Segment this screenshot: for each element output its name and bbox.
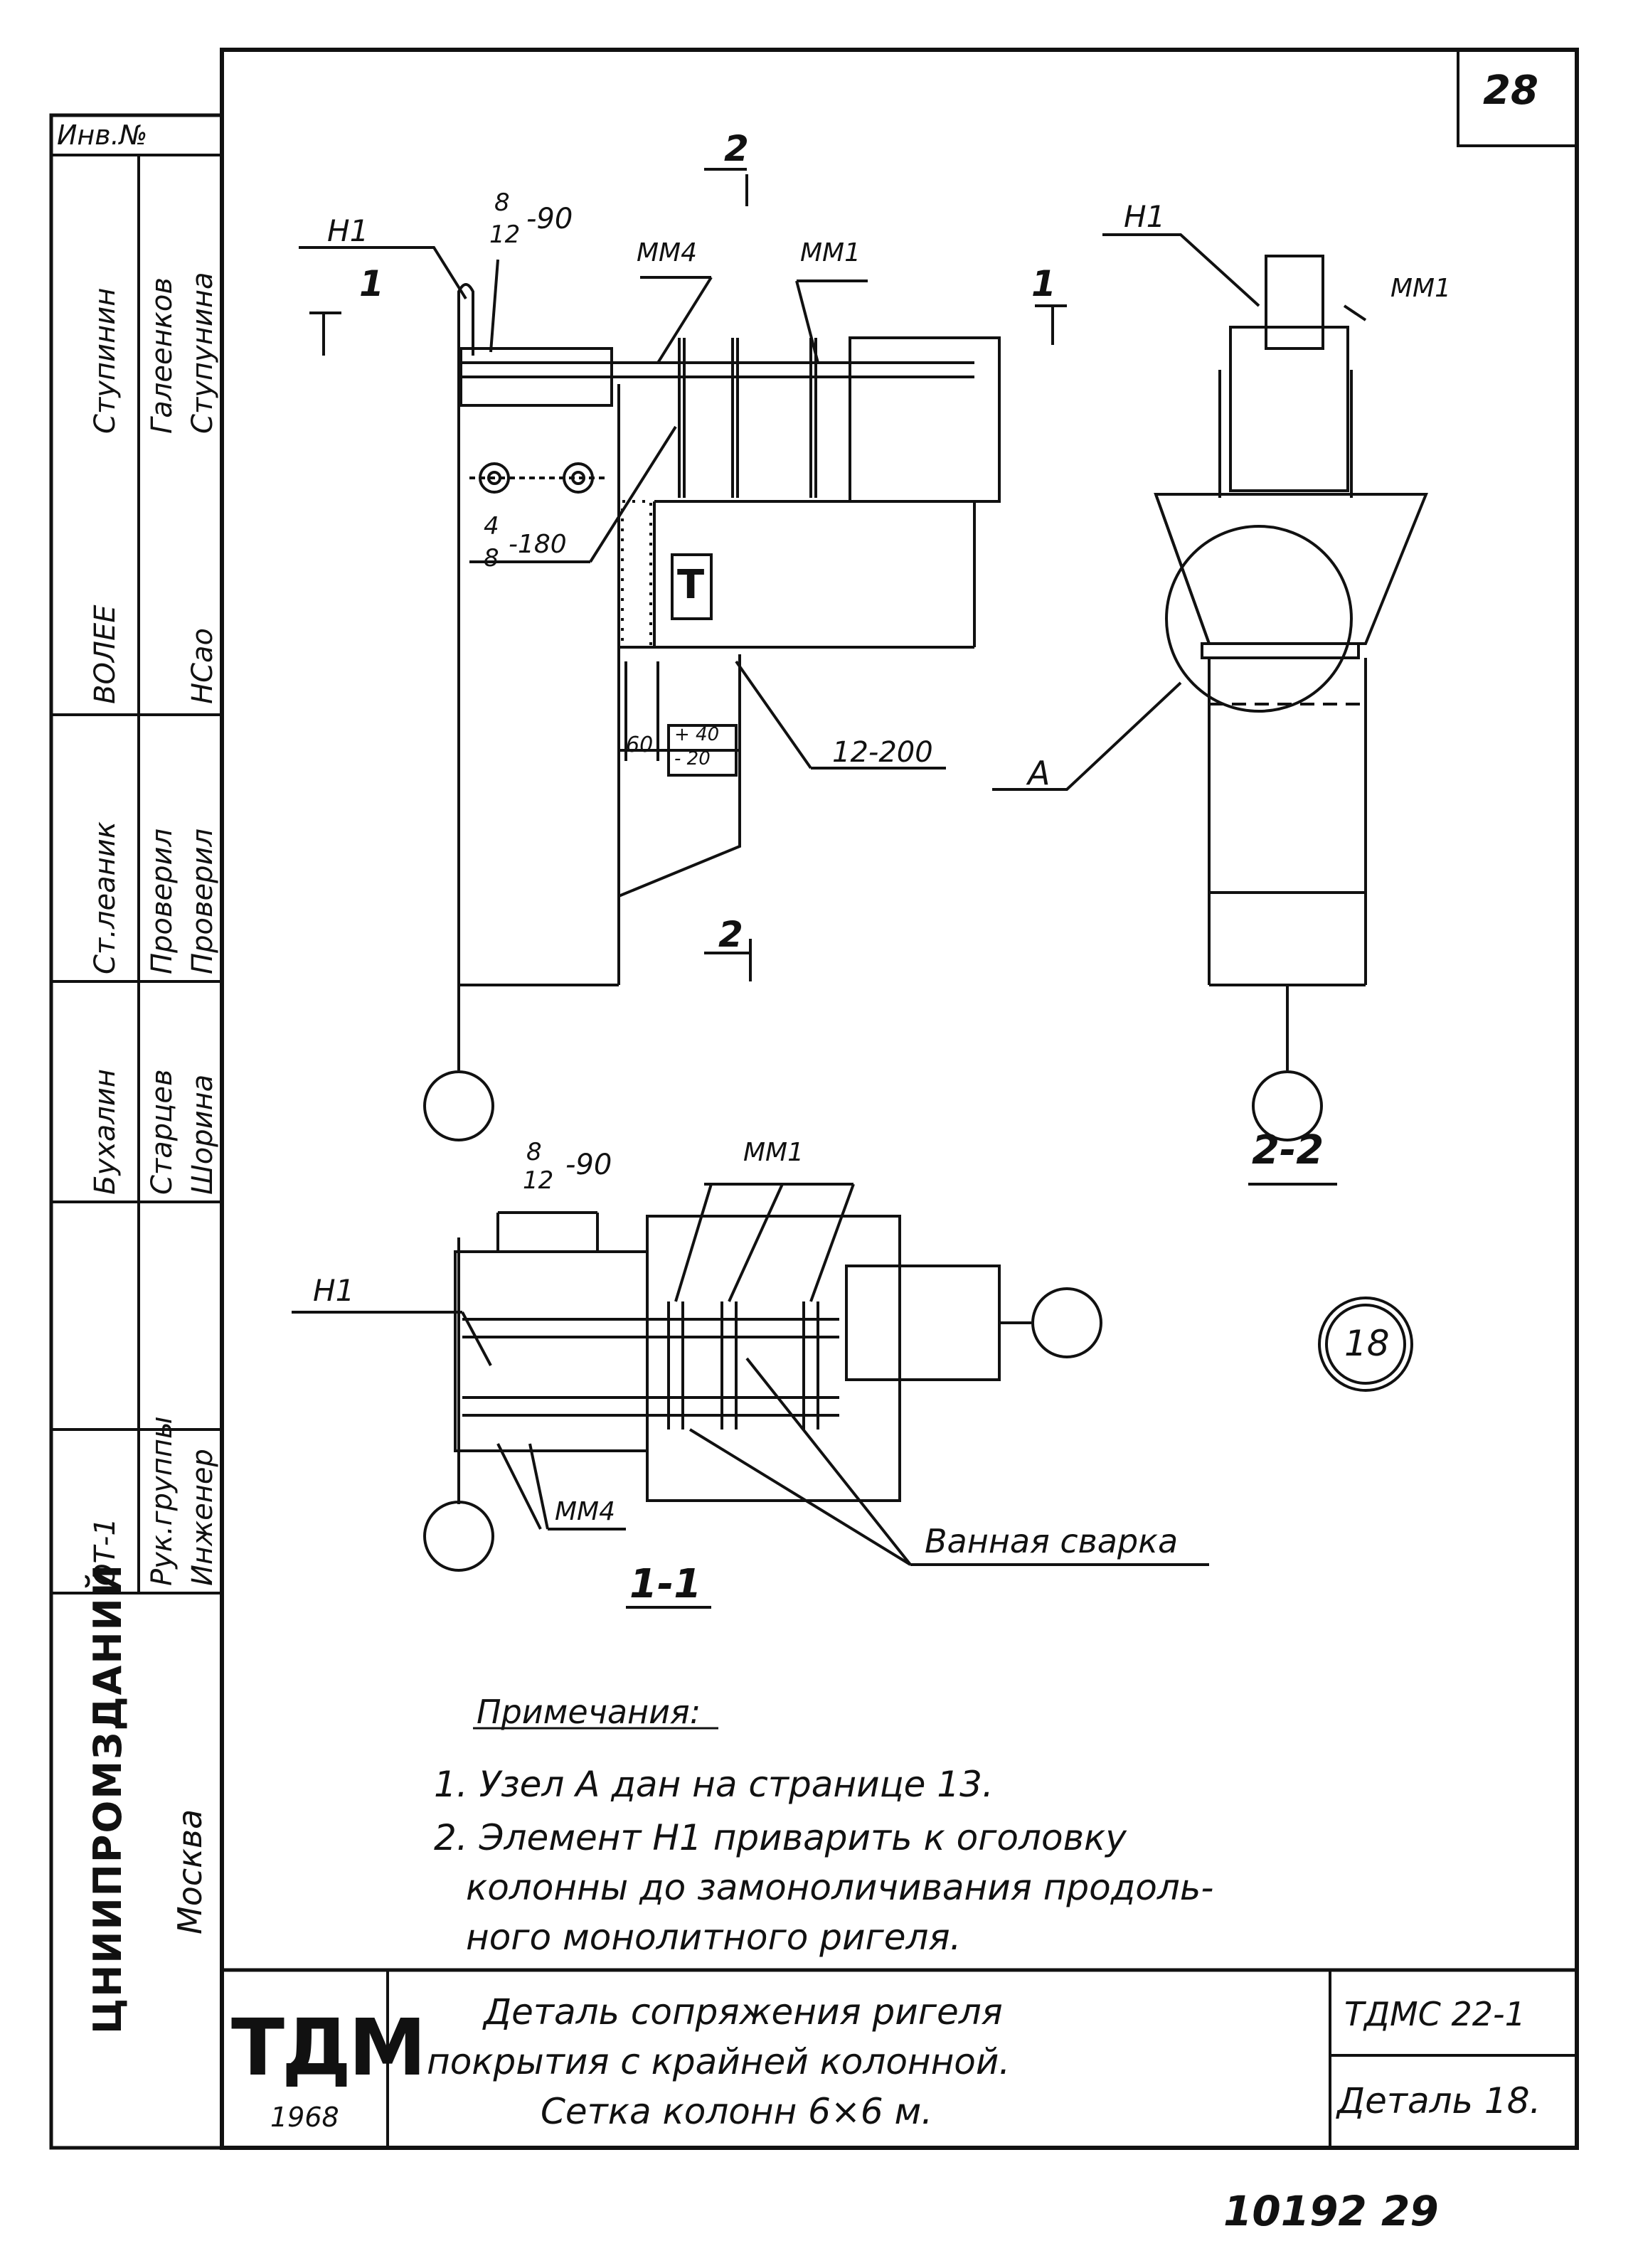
drawing-title-3: Сетка колонн 6×6 м.: [541, 2091, 933, 2132]
tol-plus: + 40: [674, 724, 720, 745]
note-line-4: ного монолитного ригеля.: [466, 1917, 962, 1958]
drawing-title-1: Деталь сопряжения ригеля: [484, 1991, 1003, 2033]
view-title-1-1: 1-1: [629, 1561, 702, 1607]
note-line-2: 2. Элемент Н1 приварить к оголовку: [434, 1817, 1127, 1858]
section-mark-2-top: 2: [724, 128, 749, 169]
rebar-4-8-step: -180: [509, 530, 567, 559]
t-mark: T: [677, 562, 705, 608]
page-number: 28: [1483, 68, 1538, 114]
section-2-2-view: [992, 233, 1428, 1186]
elevation-view: [299, 168, 1001, 1141]
footer-number: 10192 29: [1223, 2187, 1439, 2235]
side-col-c-3: Проверил: [186, 828, 219, 974]
side-col-d-2: Старцев: [146, 1069, 179, 1195]
note-line-1: 1. Узел А дан на странице 13.: [434, 1764, 994, 1805]
label-h1-b: Н1: [1124, 199, 1166, 234]
section-mark-1-left: 1: [359, 263, 384, 304]
drawing-detail: Деталь 18.: [1337, 2080, 1541, 2121]
side-col-b-3: НСао: [186, 628, 219, 704]
label-mm1-b: ММ1: [1390, 274, 1452, 303]
note-line-3: колонны до замоноличивания продоль-: [466, 1867, 1214, 1908]
rebar-b-num: 8: [526, 1138, 542, 1166]
section-mark-2-bottom: 2: [718, 914, 743, 955]
label-mm1-c: ММ1: [743, 1138, 804, 1167]
rebar-a-step: -90: [526, 203, 573, 235]
side-col-d-1: Бухалин: [89, 1068, 122, 1195]
side-col-d-3: Шорина: [186, 1074, 219, 1195]
side-col-a-2: Галеенков: [146, 277, 179, 434]
rebar-4-8-den: 8: [484, 544, 499, 573]
tol-minus: - 20: [674, 748, 711, 770]
label-welding: Ванная сварка: [925, 1522, 1179, 1560]
side-strip: [49, 113, 224, 2150]
side-col-a-3: Ступунина: [186, 272, 219, 434]
label-12-200: 12-200: [832, 736, 933, 769]
drawing-code: ТДМС 22-1: [1344, 1995, 1526, 2033]
org-city: Москва: [171, 1809, 209, 1934]
label-mm4-b: ММ4: [555, 1497, 616, 1526]
rebar-a-num: 8: [494, 188, 510, 217]
logo-year: 1968: [270, 2102, 339, 2133]
label-mm4-a: ММ4: [637, 238, 698, 267]
drawing-title-2: покрытия с крайней колонной.: [427, 2041, 1011, 2082]
rebar-b-step: -90: [565, 1149, 612, 1181]
page-number-box: [1457, 50, 1577, 147]
notes-heading: Примечания:: [477, 1693, 701, 1731]
view-title-2-2: 2-2: [1252, 1127, 1324, 1173]
rebar-b-den: 12: [523, 1166, 554, 1195]
side-col-e-3: Инженер: [186, 1449, 219, 1586]
side-col-a-1: Ступинин: [89, 287, 122, 434]
org-logo: ТДМ: [231, 2002, 426, 2093]
side-col-e-2: Рук.группы: [146, 1416, 179, 1586]
section-1-1-view: [292, 1183, 1413, 1609]
side-col-c-2: Проверил: [146, 828, 179, 974]
inv-label: Инв.№: [57, 119, 148, 151]
rebar-4-8-num: 4: [484, 512, 499, 541]
dim-60: 60: [626, 733, 654, 757]
rebar-a-den: 12: [489, 220, 521, 249]
side-col-c-1: Ст.леаник: [89, 821, 122, 974]
label-node-a: А: [1028, 754, 1051, 792]
label-h1-a: Н1: [327, 213, 369, 248]
detail-badge: 18: [1344, 1323, 1390, 1364]
section-mark-1-right: 1: [1031, 263, 1056, 304]
label-mm1-a: ММ1: [800, 238, 861, 267]
label-h1-c: Н1: [313, 1273, 355, 1308]
org-name: ЦНИИПРОМЗДАНИЙ: [85, 1563, 130, 2034]
side-col-b-1: ВОЛЕЕ: [89, 605, 122, 704]
